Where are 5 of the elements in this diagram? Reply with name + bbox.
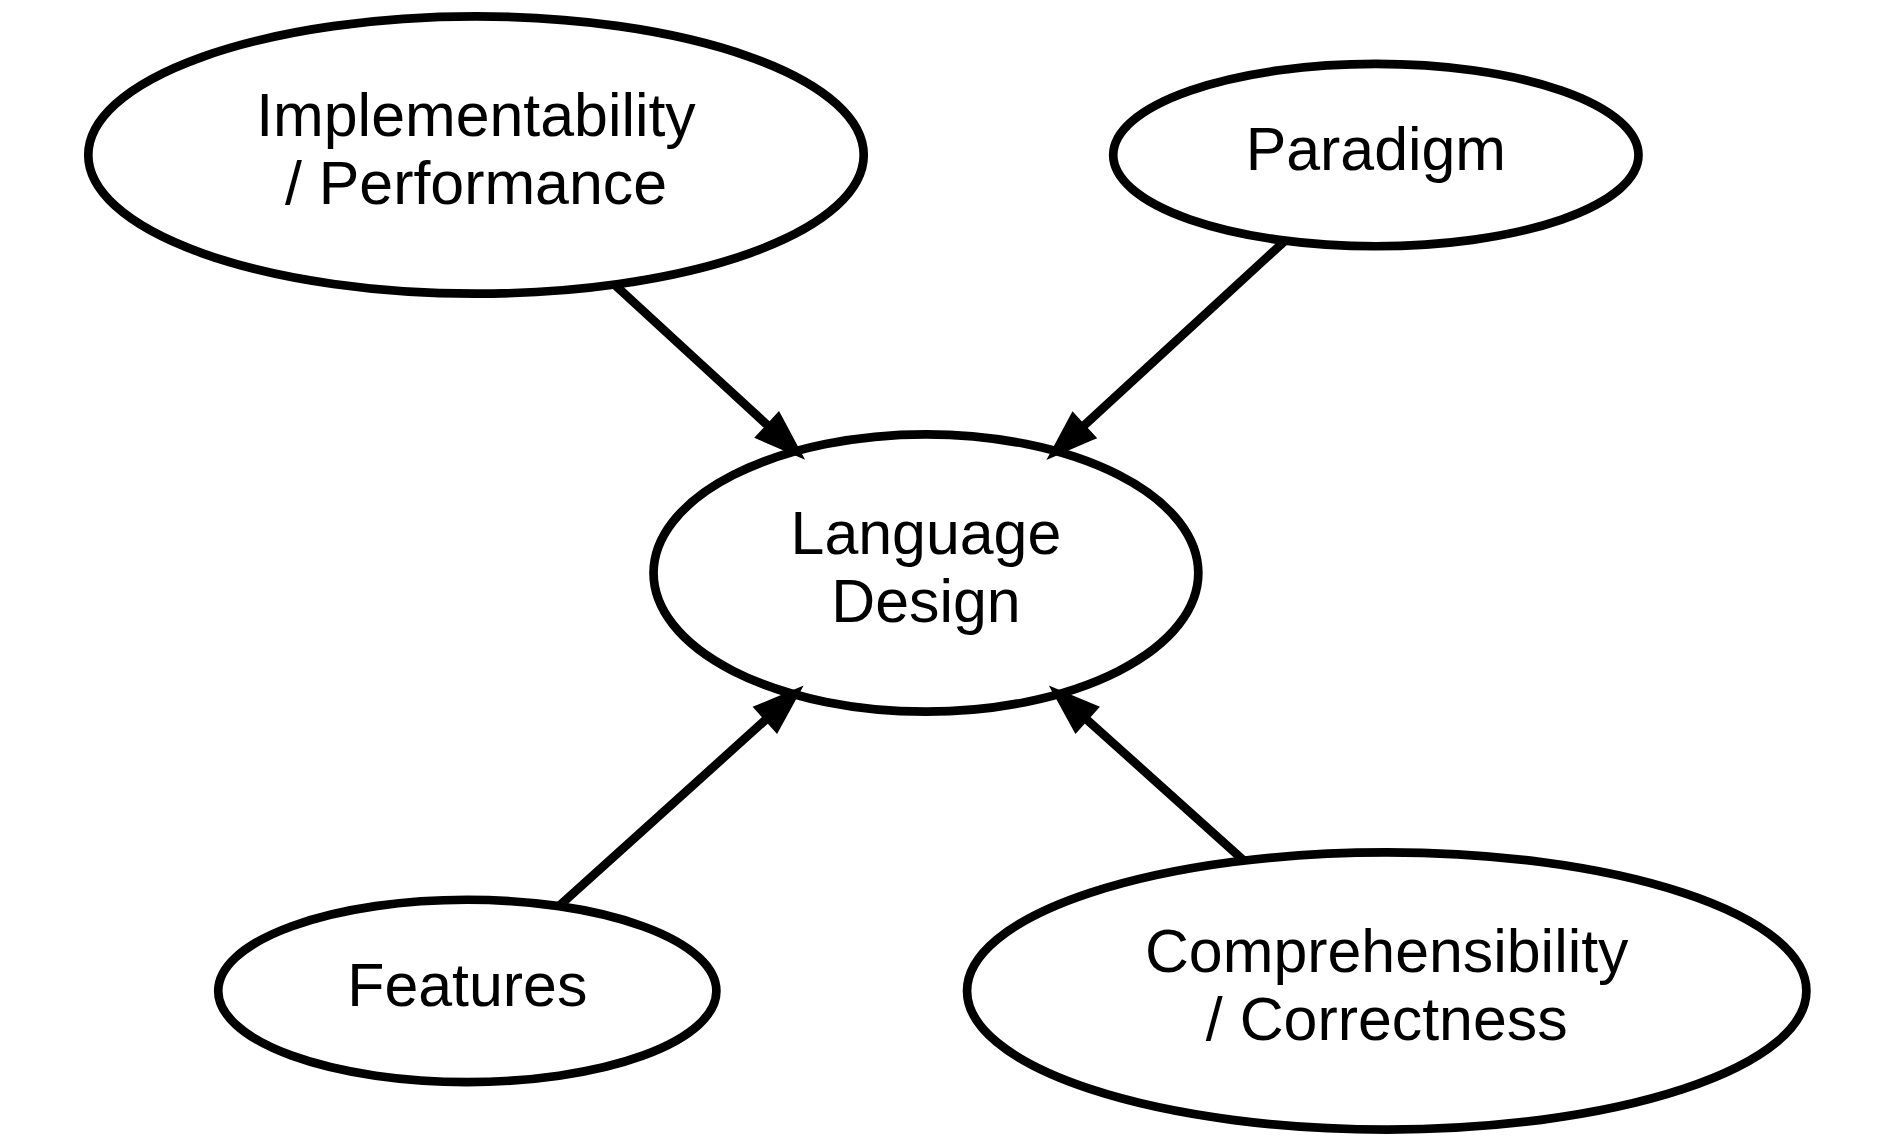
node-ellipse: Paradigm bbox=[1108, 59, 1643, 251]
node-ellipse: Language Design bbox=[648, 430, 1203, 716]
node-ellipse: Comprehensibility / Correctness bbox=[962, 847, 1811, 1134]
node-ellipse: Features bbox=[213, 895, 721, 1087]
node-ellipse: Implementability / Performance bbox=[83, 12, 868, 299]
